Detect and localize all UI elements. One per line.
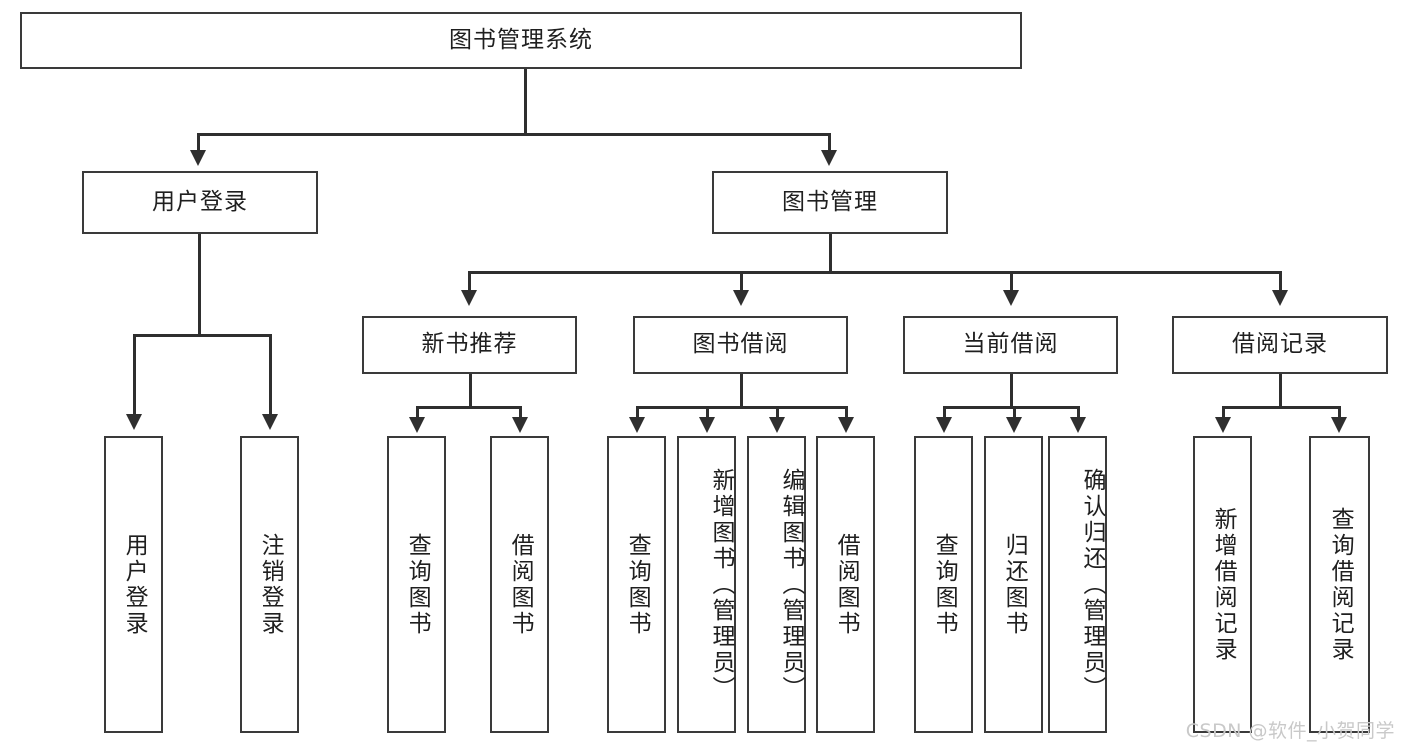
connector-borrow-record-bar — [1222, 406, 1340, 409]
connector-new-book-rec-trunk — [469, 374, 472, 408]
arrowhead-leaf-new-book-rec-0 — [409, 417, 425, 433]
leaf-borrow-record-1[interactable]: 查询借阅记录 — [1309, 436, 1370, 733]
connector-level3-bar — [468, 271, 1280, 274]
connector-drop-leaf-user-login-0 — [133, 334, 136, 416]
connector-drop-current-borrow — [1010, 271, 1013, 293]
connector-book-manage-trunk — [829, 234, 832, 273]
arrowhead-leaf-book-borrow-0 — [629, 417, 645, 433]
connector-user-login-bar — [133, 334, 271, 337]
arrowhead-leaf-user-login-1 — [262, 414, 278, 430]
arrowhead-new-book-rec — [461, 290, 477, 306]
leaf-current-borrow-0[interactable]: 查询图书 — [914, 436, 973, 733]
connector-drop-leaf-book-borrow-3 — [845, 406, 848, 419]
connector-drop-new-book-rec — [468, 271, 471, 293]
connector-drop-leaf-borrow-record-1 — [1338, 406, 1341, 419]
connector-drop-book-borrow — [740, 271, 743, 293]
connector-drop-borrow-record — [1279, 271, 1282, 293]
connector-borrow-record-trunk — [1279, 374, 1282, 408]
leaf-book-borrow-3[interactable]: 借阅图书 — [816, 436, 875, 733]
leaf-book-borrow-2[interactable]: 编辑图书（管理员） — [747, 436, 806, 733]
arrowhead-leaf-book-borrow-1 — [699, 417, 715, 433]
arrowhead-book-manage — [821, 150, 837, 166]
arrowhead-leaf-current-borrow-0 — [936, 417, 952, 433]
connector-drop-leaf-current-borrow-2 — [1077, 406, 1080, 419]
arrowhead-book-borrow — [733, 290, 749, 306]
arrowhead-leaf-borrow-record-1 — [1331, 417, 1347, 433]
leaf-current-borrow-2[interactable]: 确认归还（管理员） — [1048, 436, 1107, 733]
arrowhead-current-borrow — [1003, 290, 1019, 306]
leaf-current-borrow-1[interactable]: 归还图书 — [984, 436, 1043, 733]
connector-drop-user-login — [197, 133, 200, 153]
connector-drop-leaf-borrow-record-0 — [1222, 406, 1225, 419]
connector-drop-book-manage — [828, 133, 831, 153]
node-book-borrow[interactable]: 图书借阅 — [633, 316, 848, 374]
arrowhead-leaf-borrow-record-0 — [1215, 417, 1231, 433]
arrowhead-user-login — [190, 150, 206, 166]
leaf-borrow-record-0[interactable]: 新增借阅记录 — [1193, 436, 1252, 733]
connector-drop-leaf-new-book-rec-1 — [519, 406, 522, 419]
connector-current-borrow-bar — [943, 406, 1079, 409]
leaf-new-book-rec-0[interactable]: 查询图书 — [387, 436, 446, 733]
node-current-borrow[interactable]: 当前借阅 — [903, 316, 1118, 374]
connector-new-book-rec-bar — [416, 406, 521, 409]
arrowhead-leaf-book-borrow-2 — [769, 417, 785, 433]
arrowhead-leaf-current-borrow-2 — [1070, 417, 1086, 433]
connector-book-borrow-trunk — [740, 374, 743, 408]
arrowhead-leaf-user-login-0 — [126, 414, 142, 430]
connector-level1-bar — [197, 133, 830, 136]
connector-book-borrow-bar — [636, 406, 847, 409]
connector-drop-leaf-current-borrow-1 — [1013, 406, 1016, 419]
node-user-login[interactable]: 用户登录 — [82, 171, 318, 234]
arrowhead-leaf-new-book-rec-1 — [512, 417, 528, 433]
leaf-new-book-rec-1[interactable]: 借阅图书 — [490, 436, 549, 733]
connector-drop-leaf-new-book-rec-0 — [416, 406, 419, 419]
leaf-book-borrow-1[interactable]: 新增图书（管理员） — [677, 436, 736, 733]
leaf-user-login-1[interactable]: 注销登录 — [240, 436, 299, 733]
connector-drop-leaf-book-borrow-1 — [706, 406, 709, 419]
connector-drop-leaf-book-borrow-0 — [636, 406, 639, 419]
connector-drop-leaf-book-borrow-2 — [776, 406, 779, 419]
connector-drop-leaf-current-borrow-0 — [943, 406, 946, 419]
arrowhead-borrow-record — [1272, 290, 1288, 306]
node-book-manage[interactable]: 图书管理 — [712, 171, 948, 234]
csdn-watermark: CSDN @软件_小贺同学 — [1185, 720, 1395, 742]
connector-current-borrow-trunk — [1010, 374, 1013, 408]
arrowhead-leaf-current-borrow-1 — [1006, 417, 1022, 433]
connector-drop-leaf-user-login-1 — [269, 334, 272, 416]
node-borrow-record[interactable]: 借阅记录 — [1172, 316, 1388, 374]
node-new-book-rec[interactable]: 新书推荐 — [362, 316, 577, 374]
node-system-title[interactable]: 图书管理系统 — [20, 12, 1022, 69]
arrowhead-leaf-book-borrow-3 — [838, 417, 854, 433]
connector-title-trunk — [524, 69, 527, 134]
connector-user-login-trunk — [198, 234, 201, 335]
leaf-user-login-0[interactable]: 用户登录 — [104, 436, 163, 733]
leaf-book-borrow-0[interactable]: 查询图书 — [607, 436, 666, 733]
